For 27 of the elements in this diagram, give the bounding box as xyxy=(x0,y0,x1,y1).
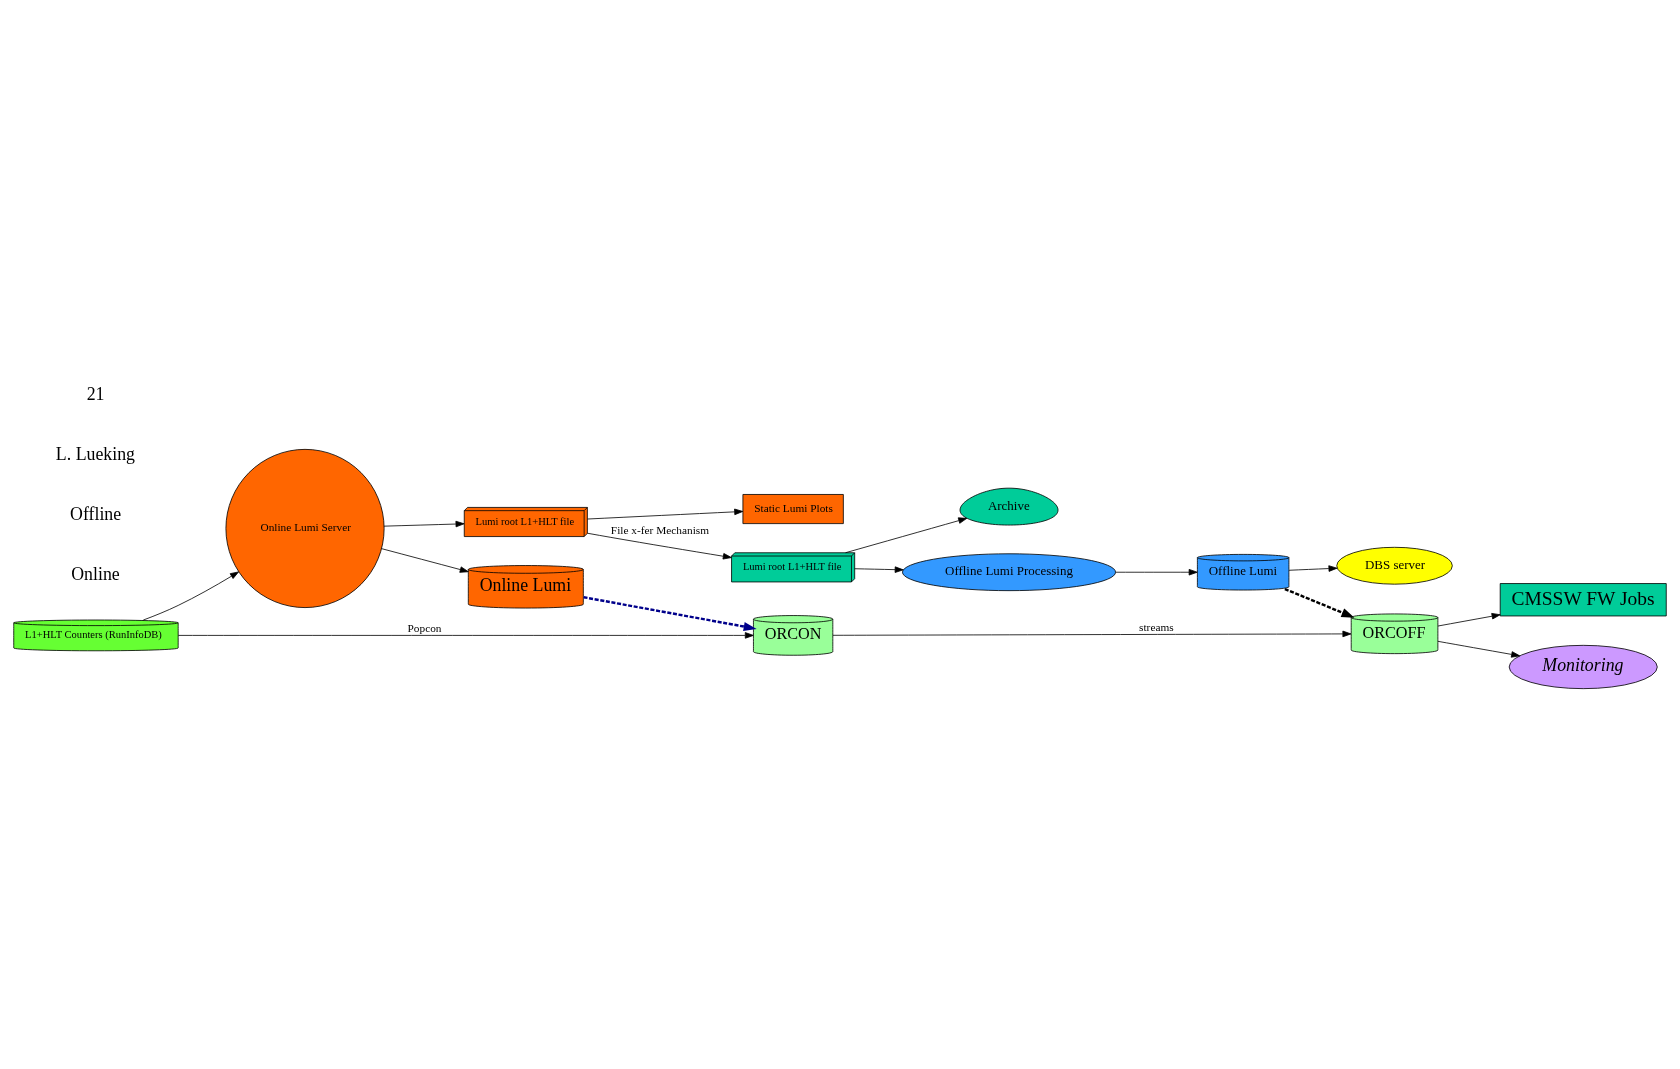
node-box: Static Lumi Plots xyxy=(742,494,844,525)
edge-label: streams xyxy=(1139,620,1174,633)
arrow xyxy=(383,520,465,528)
edge-label: File x-fer Mechanism xyxy=(610,524,710,537)
node-ellipse: DBS server xyxy=(1336,546,1453,585)
arrow xyxy=(177,632,754,639)
edge-label: Popcon xyxy=(407,622,442,635)
arrow xyxy=(587,532,732,560)
arrow xyxy=(381,548,469,573)
arrow xyxy=(832,630,1352,638)
label: L. Lueking xyxy=(55,444,136,465)
label: Online xyxy=(71,564,120,584)
arrow xyxy=(587,508,744,520)
arrow xyxy=(854,566,904,573)
node-circle: Online Lumi Server xyxy=(225,448,385,608)
arrow xyxy=(1284,587,1355,618)
arrow xyxy=(1288,565,1338,572)
node-box: CMSSW FW Jobs xyxy=(1499,583,1667,617)
arrow xyxy=(1437,640,1521,658)
arrow xyxy=(1115,568,1198,576)
node-ellipse: Offline Lumi Processing xyxy=(902,553,1116,592)
arrow xyxy=(1437,613,1501,627)
label: Offline xyxy=(70,504,122,525)
label: 21 xyxy=(86,384,105,405)
arrow xyxy=(142,571,239,621)
arrow xyxy=(845,517,968,554)
arrow xyxy=(583,596,757,631)
